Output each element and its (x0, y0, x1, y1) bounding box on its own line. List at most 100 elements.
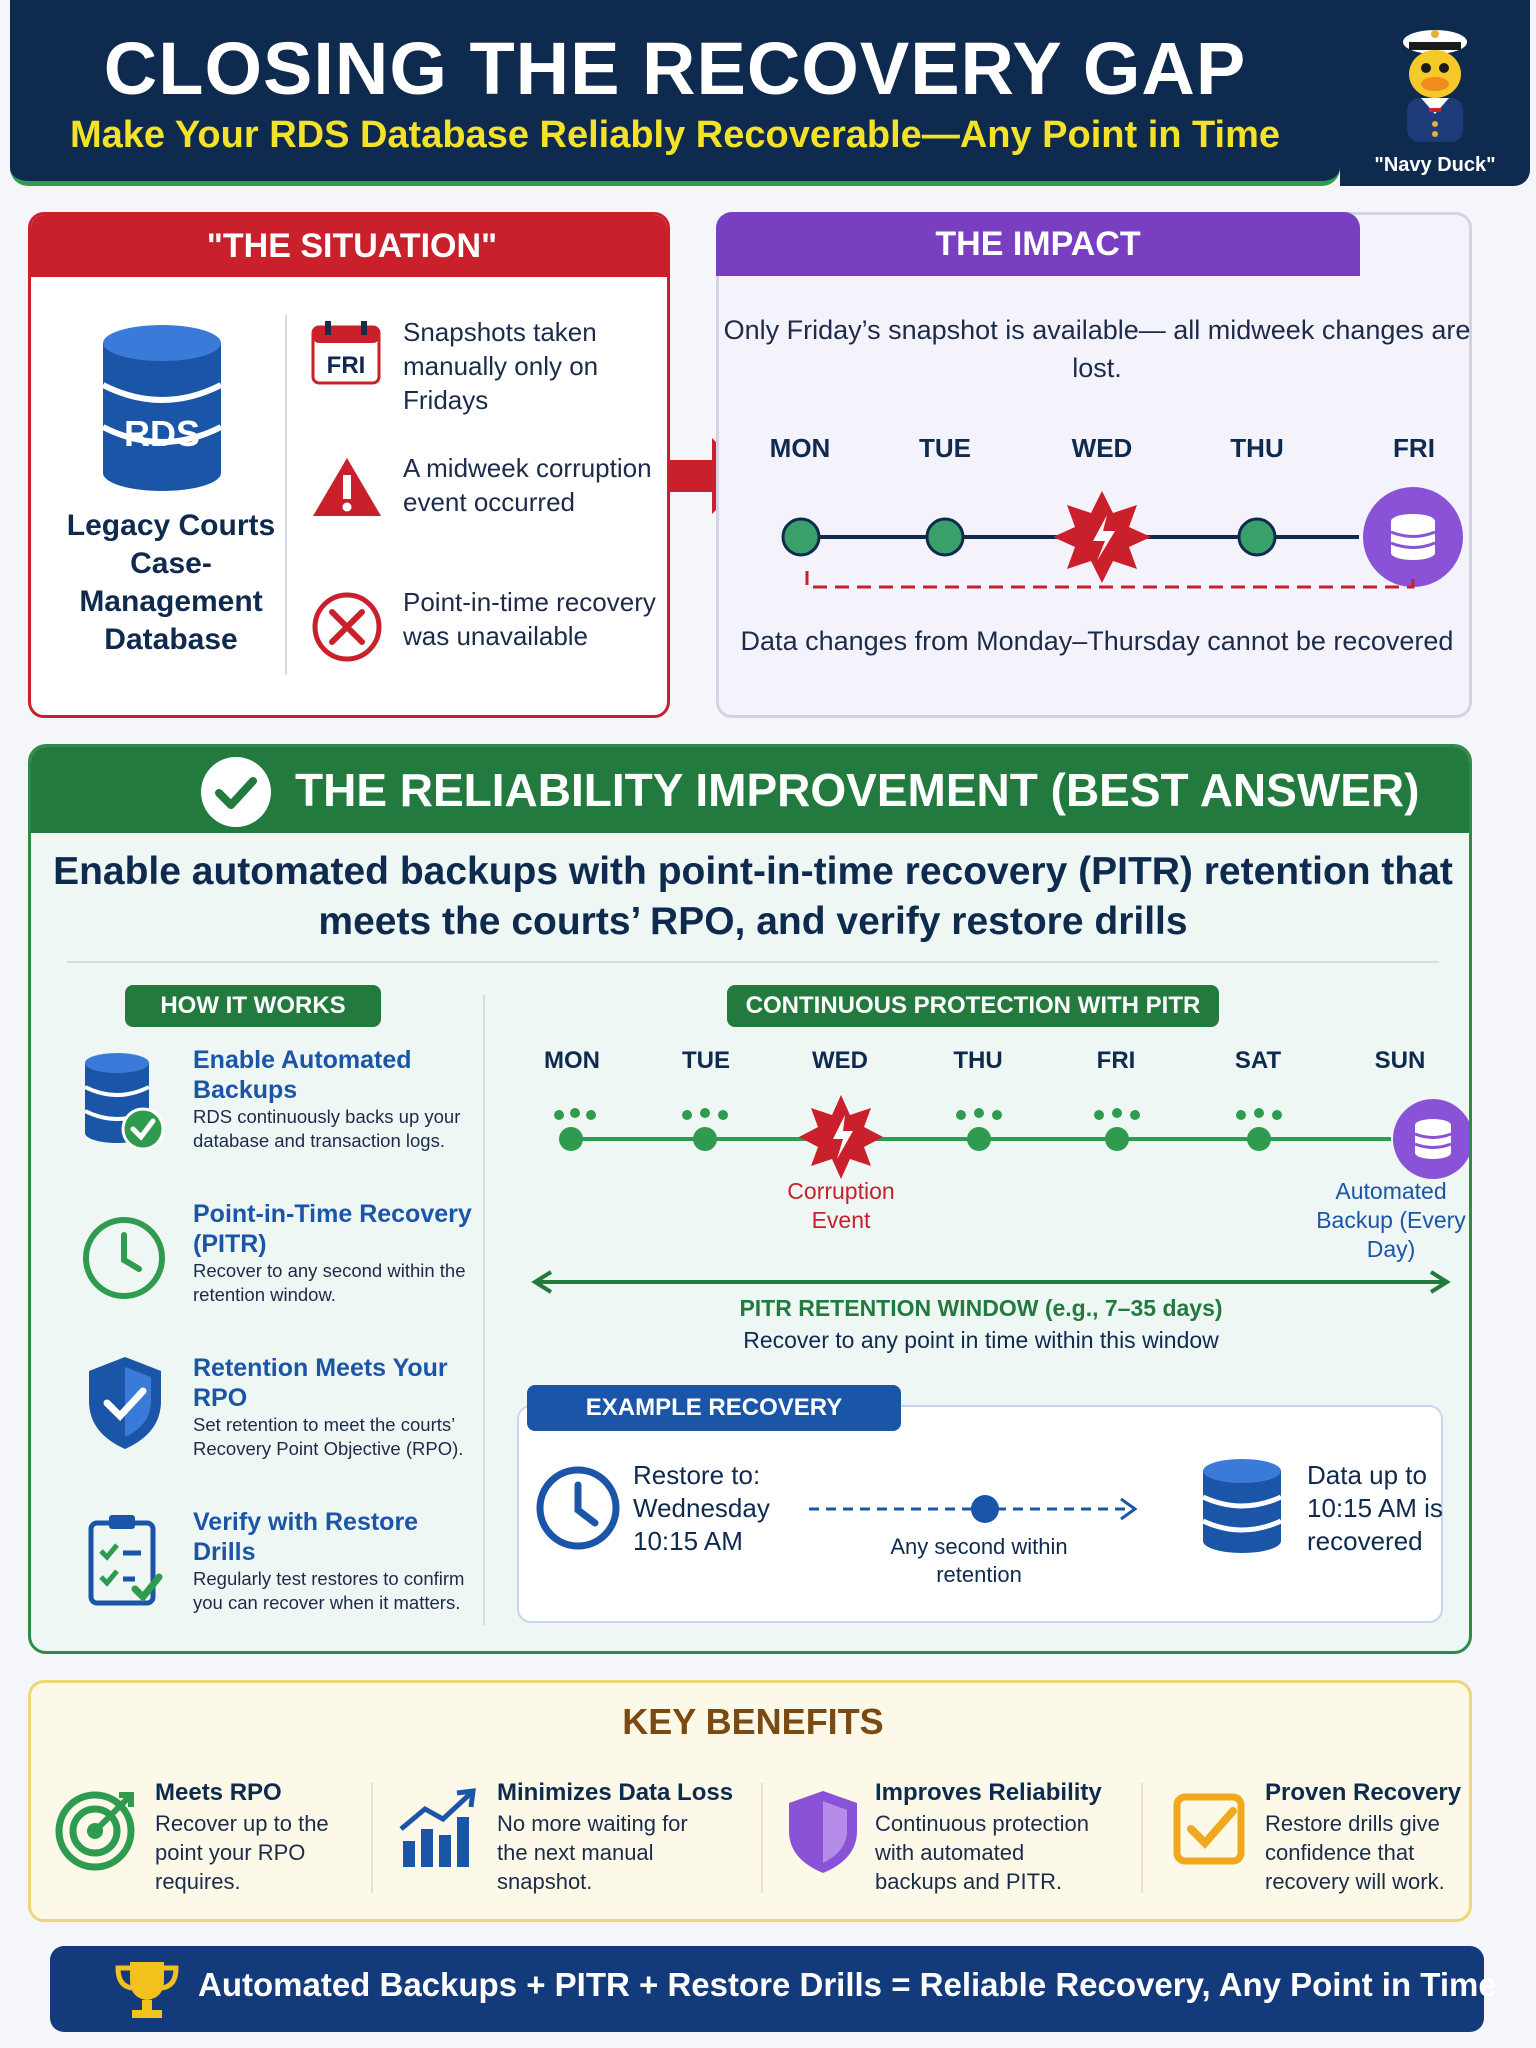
situation-divider (285, 315, 287, 675)
reliability-divider (67, 961, 1439, 963)
situation-panel: "THE SITUATION" RDS Legacy Courts Case-M… (28, 212, 670, 718)
restore-to-text: Restore to: Wednesday 10:15 AM (633, 1460, 770, 1556)
clipboard-check-icon (88, 1515, 163, 1606)
checkbox-icon (1173, 1793, 1245, 1865)
shield-icon (789, 1791, 857, 1873)
benefit-divider (1141, 1783, 1143, 1893)
situation-item-corruption: A midweek corruption event occurred (403, 453, 652, 517)
benefit-meets-rpo-desc: Recover up to the point your RPO require… (155, 1811, 329, 1894)
step-restore-drills-title: Verify with Restore Drills (193, 1508, 419, 1566)
impact-timeline (781, 487, 1463, 589)
impact-dot-thu (1237, 517, 1277, 557)
automated-backup-label: Automated Backup (Every Day) (1316, 1178, 1466, 1262)
step-retention-desc: Set retention to meet the courts’ Recove… (193, 1414, 464, 1459)
impact-heading: THE IMPACT (716, 212, 1360, 276)
unavailable-icon (312, 592, 382, 662)
benefit-meets-rpo-title: Meets RPO (155, 1779, 282, 1806)
growth-chart-icon (399, 1788, 476, 1867)
target-icon (55, 1791, 135, 1871)
corruption-event-label: Corruption Event (787, 1178, 895, 1233)
retention-window-arrow (531, 1270, 1451, 1294)
impact-dot-tue (925, 517, 965, 557)
pitr-dot-thu (967, 1127, 991, 1151)
benefit-minimizes-loss-desc: No more waiting for the next manual snap… (497, 1811, 688, 1894)
cp-day-sun: SUN (1374, 1047, 1426, 1074)
cp-day-sat: SAT (1234, 1047, 1282, 1074)
retention-window-label: PITR RETENTION WINDOW (e.g., 7–35 days) (739, 1295, 1223, 1321)
trophy-icon (115, 1962, 179, 2018)
pitr-dot-mon (559, 1127, 583, 1151)
key-benefits-panel: KEY BENEFITS Meets RPO Recover up to the… (28, 1680, 1472, 1922)
how-it-works-label: HOW IT WORKS (125, 985, 381, 1027)
step-retention-title: Retention Meets Your RPO (193, 1354, 448, 1412)
mascot-label: "Navy Duck" (1374, 154, 1496, 176)
benefit-proven-recovery-desc: Restore drills give confidence that reco… (1265, 1811, 1445, 1894)
example-recovery-label: EXAMPLE RECOVERY (527, 1385, 901, 1431)
impact-day-thu: THU (1230, 433, 1284, 463)
reliability-header: THE RELIABILITY IMPROVEMENT (BEST ANSWER… (31, 747, 1469, 833)
warning-icon (313, 458, 381, 516)
impact-corruption-burst (1053, 491, 1151, 583)
restore-clock-icon (536, 1466, 620, 1550)
step-automated-backups-desc: RDS continuously backs up your database … (193, 1106, 461, 1151)
recovered-database-icon (1201, 1459, 1283, 1553)
benefit-reliability-desc: Continuous protection with automated bac… (875, 1811, 1090, 1894)
page-subtitle: Make Your RDS Database Reliably Recovera… (69, 114, 1281, 156)
impact-day-wed: WED (1071, 433, 1133, 463)
footer-banner: Automated Backups + PITR + Restore Drill… (50, 1946, 1497, 2032)
pitr-dot-fri (1105, 1127, 1129, 1151)
footer-text: Automated Backups + PITR + Restore Drill… (198, 1966, 1497, 2003)
cp-day-wed: WED (812, 1047, 868, 1074)
pitr-dot-tue (693, 1127, 717, 1151)
calendar-icon: FRI (311, 321, 381, 385)
step-pitr-title: Point-in-Time Recovery (PITR) (193, 1200, 472, 1258)
example-recovery-box: EXAMPLE RECOVERY Restore to: Wednesday 1… (517, 1385, 1443, 1623)
continuous-protection-label: CONTINUOUS PROTECTION WITH PITR (727, 985, 1219, 1027)
reliability-heading: THE RELIABILITY IMPROVEMENT (BEST ANSWER… (295, 764, 1420, 816)
pitr-dot-sat (1247, 1127, 1271, 1151)
cp-day-fri: FRI (1096, 1047, 1136, 1074)
benefit-minimizes-loss-title: Minimizes Data Loss (497, 1779, 734, 1806)
mascot-panel: "Navy Duck" (1340, 0, 1530, 186)
best-answer-text: Enable automated backups with point-in-t… (53, 850, 1453, 943)
impact-panel: THE IMPACT Only Friday’s snapshot is ava… (716, 212, 1472, 718)
header-banner: CLOSING THE RECOVERY GAP Make Your RDS D… (10, 0, 1340, 186)
situation-heading: "THE SITUATION" (31, 215, 667, 277)
benefit-reliability-title: Improves Reliability (875, 1779, 1102, 1806)
cp-day-mon: MON (544, 1047, 600, 1074)
situation-item-pitr: Point-in-time recovery was unavailable (403, 587, 656, 651)
shield-check-icon (89, 1357, 161, 1449)
impact-day-tue: TUE (919, 433, 971, 463)
impact-dot-mon (781, 517, 821, 557)
impact-bottom-text: Data changes from Monday–Thursday cannot… (740, 626, 1454, 656)
retention-window-sub: Recover to any point in time within this… (743, 1327, 1219, 1353)
check-circle-icon (201, 757, 271, 827)
benefit-proven-recovery-title: Proven Recovery (1265, 1779, 1462, 1806)
step-restore-drills-desc: Regularly test restores to confirm you c… (193, 1568, 465, 1613)
clock-icon (83, 1217, 165, 1299)
reliability-panel: THE RELIABILITY IMPROVEMENT (BEST ANSWER… (28, 744, 1472, 1654)
rds-icon-text: RDS (124, 413, 200, 454)
database-label: Legacy Courts Case-Management Database (66, 509, 276, 656)
how-it-works-divider (483, 995, 485, 1625)
impact-day-fri: FRI (1393, 433, 1435, 463)
navy-duck-icon (1403, 30, 1467, 142)
restore-dashed-arrow (809, 1495, 1138, 1523)
pitr-corruption-burst (799, 1095, 883, 1179)
step-automated-backups-title: Enable Automated Backups (193, 1046, 412, 1104)
impact-day-mon: MON (769, 433, 831, 463)
database-check-icon (84, 1053, 165, 1151)
benefit-divider (761, 1783, 763, 1893)
pitr-automated-backup-icon (1393, 1099, 1469, 1179)
cp-day-thu: THU (953, 1047, 1003, 1074)
step-pitr-desc: Recover to any second within the retenti… (193, 1260, 466, 1305)
calendar-day-text: FRI (327, 352, 366, 379)
recovered-text: Data up to 10:15 AM is recovered (1307, 1460, 1443, 1556)
rds-database-icon: RDS (101, 325, 223, 491)
benefit-divider (371, 1783, 373, 1893)
pitr-timeline (554, 1095, 1469, 1179)
page-title: CLOSING THE RECOVERY GAP (103, 27, 1247, 110)
impact-text: Only Friday’s snapshot is available— all… (723, 315, 1471, 383)
impact-fri-backup-icon (1363, 487, 1463, 587)
situation-item-snapshots: Snapshots taken manually only on Fridays (403, 317, 599, 415)
